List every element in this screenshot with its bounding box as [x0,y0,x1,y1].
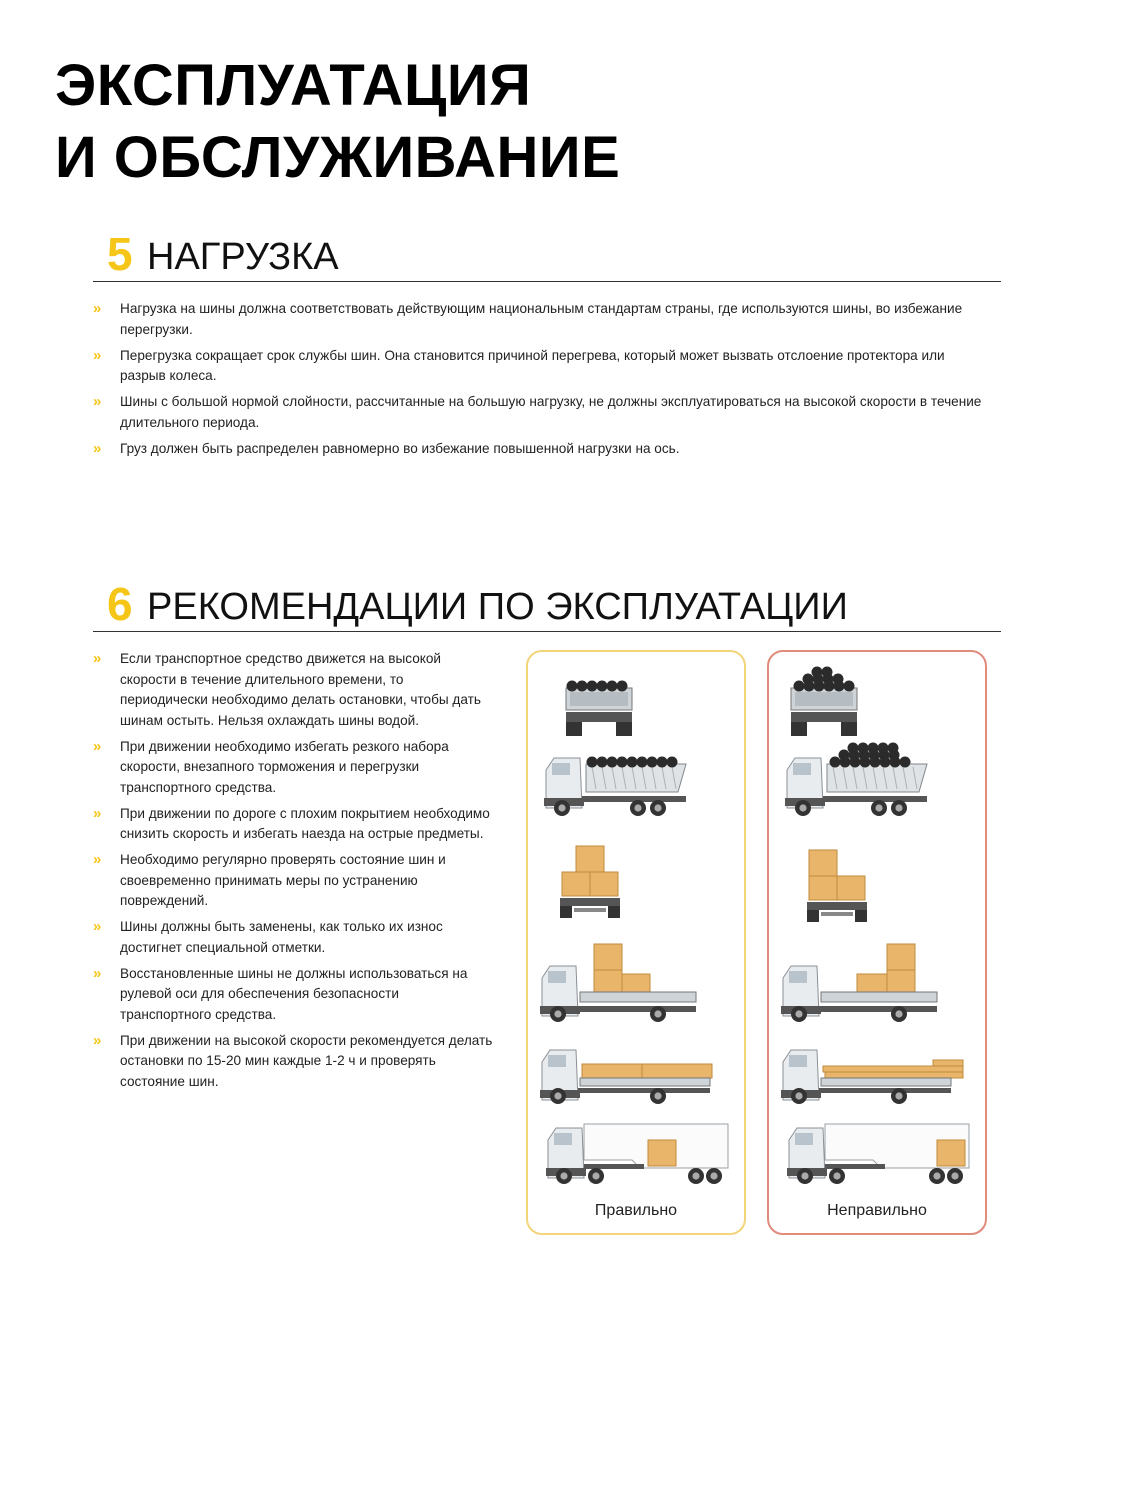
chevron-right-icon: » [93,300,102,317]
list-item: »Груз должен быть распределен равномерно… [93,439,993,460]
wrong-label: Неправильно [827,1202,927,1219]
correct-loading-panel: Правильно [526,650,746,1235]
dump-truck-side-view [544,756,687,816]
flatbed-truck-long-boards [540,1049,713,1104]
list-item: »Нагрузка на шины должна соответствовать… [93,300,963,337]
list-item: »При движении на высокой скорости рекоме… [93,1031,493,1089]
semi-trailer-box [546,1123,729,1184]
flatbed-boxes-rear-view [560,845,620,918]
page-title: ЭКСПЛУАТАЦИЯ И ОБСЛУЖИВАНИЕ [55,50,620,194]
section-title: РЕКОМЕНДАЦИИ ПО ЭКСПЛУАТАЦИИ [147,586,848,628]
list-item: »Восстановленные шины не должны использо… [93,964,468,1022]
section-heading-load: 5 НАГРУЗКА [93,231,1001,282]
correct-loading-illustrations [540,680,729,1184]
wrong-loading-illustrations [781,666,970,1184]
chevron-right-icon: » [93,650,102,667]
list-item: »Шины с большой нормой слойности, рассчи… [93,393,982,430]
chevron-right-icon: » [93,1031,102,1049]
wrong-loading-panel: Неправильно [767,650,987,1235]
chevron-right-icon: » [93,393,102,410]
chevron-right-icon: » [93,737,102,755]
section-number: 5 [107,228,133,280]
dump-truck-side-view [785,742,928,816]
chevron-right-icon: » [93,964,102,982]
page-title-line2: И ОБСЛУЖИВАНИЕ [55,125,621,190]
page-title-line1: ЭКСПЛУАТАЦИЯ [55,53,532,118]
flatbed-truck-boxes [540,943,697,1022]
list-item: »При движении необходимо избегать резког… [93,737,449,795]
chevron-right-icon: » [93,346,102,364]
flatbed-truck-long-boards [781,1049,964,1104]
operation-bullet-list: »Если транспортное средство движется на … [93,649,493,1098]
chevron-right-icon: » [93,918,102,935]
list-item: »При движении по дороге с плохим покрыти… [93,804,490,842]
list-item: »Перегрузка сокращает срок службы шин. О… [93,346,945,384]
list-item: »Если транспортное средство движется на … [93,650,481,728]
flatbed-boxes-rear-view [807,849,867,922]
load-bullet-list: »Нагрузка на шины должна соответствовать… [93,299,993,465]
section-title: НАГРУЗКА [147,236,339,278]
dump-truck-rear-view [565,680,633,736]
flatbed-truck-boxes [781,943,938,1022]
chevron-right-icon: » [93,804,102,822]
list-item: »Шины должны быть заменены, как только и… [93,918,443,955]
chevron-right-icon: » [93,851,102,868]
correct-label: Правильно [594,1202,678,1219]
semi-trailer-box [787,1123,970,1184]
dump-truck-rear-view [790,666,858,736]
chevron-right-icon: » [93,439,102,457]
section-number: 6 [107,578,133,630]
list-item: »Необходимо регулярно проверять состояни… [93,851,446,908]
section-heading-operation: 6 РЕКОМЕНДАЦИИ ПО ЭКСПЛУАТАЦИИ [93,581,1001,632]
